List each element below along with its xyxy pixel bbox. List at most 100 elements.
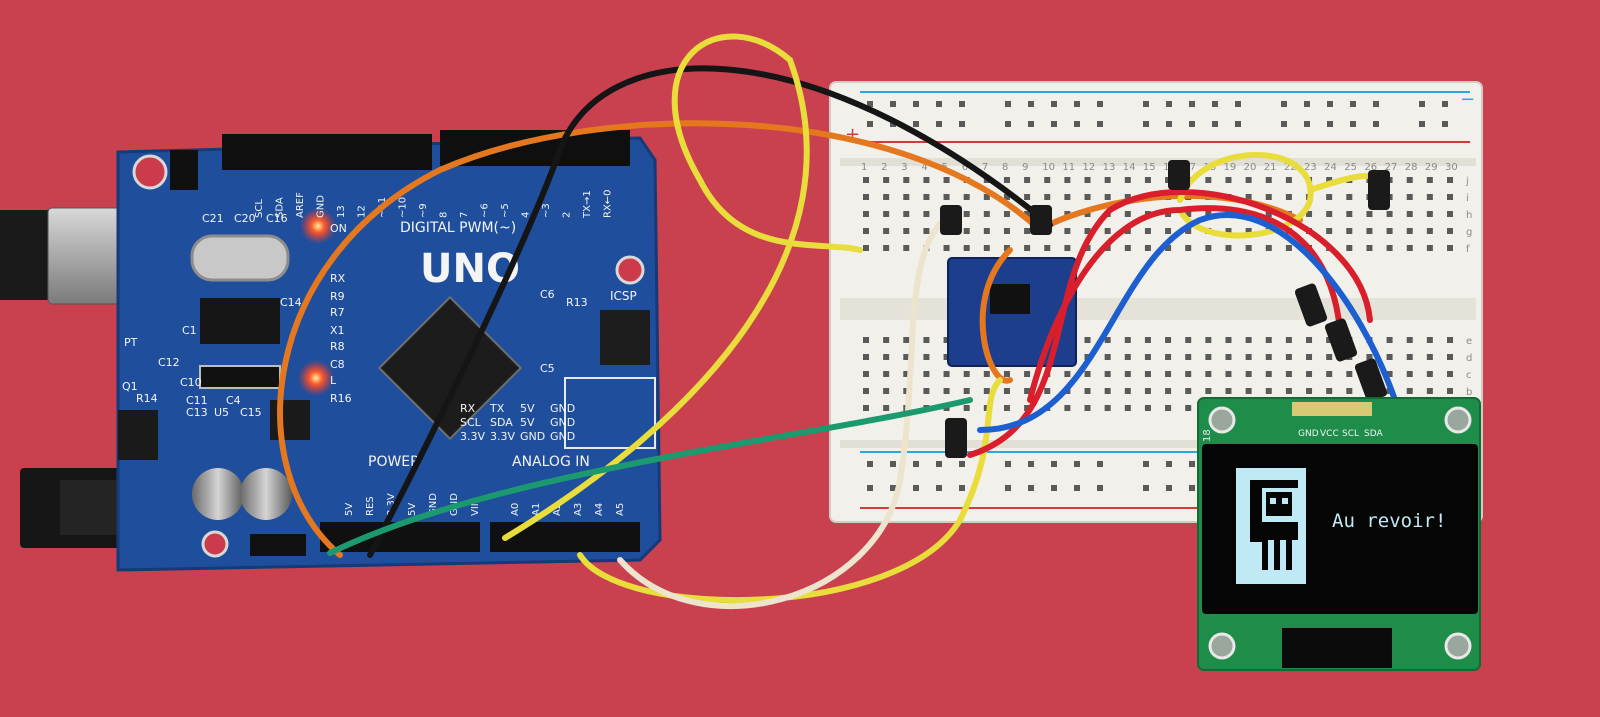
blue-wire — [977, 212, 1398, 433]
component-label: C4 — [226, 394, 241, 407]
column-number: 6 — [962, 162, 968, 173]
oled-corner-label: 18 — [1202, 429, 1213, 442]
oled-message: Au revoir! — [1332, 510, 1446, 532]
column-number: 24 — [1324, 162, 1337, 173]
header-label: GND — [550, 402, 575, 415]
column-number: 3 — [901, 162, 907, 173]
header-label: 5V — [520, 402, 535, 415]
top-pin-label: TX→1 — [582, 190, 593, 219]
component-label: C20 — [234, 212, 256, 225]
column-number: 23 — [1304, 162, 1317, 173]
component-label: C11 — [186, 394, 208, 407]
top-pin-label: SCL — [254, 199, 265, 218]
header-label: SDA — [490, 416, 513, 429]
column-number: 13 — [1103, 162, 1116, 173]
component-label: C14 — [280, 296, 302, 309]
orange-wire-1 — [277, 120, 1043, 558]
column-number: 12 — [1083, 162, 1096, 173]
component-label: C13 — [186, 406, 208, 419]
header-label: 5V — [520, 416, 535, 429]
atmega-chip — [377, 295, 523, 441]
top-pin-label: AREF — [295, 192, 306, 218]
header-label: GND — [550, 416, 575, 429]
capacitor-1 — [192, 468, 244, 520]
extra-header — [564, 377, 656, 449]
header-label: SCL — [460, 416, 482, 429]
top-pin-label: ~9 — [418, 203, 429, 218]
analog-header — [490, 522, 640, 552]
component-label: R16 — [330, 392, 352, 405]
column-number: 25 — [1344, 162, 1357, 173]
component-label: R7 — [330, 306, 345, 319]
component-label: C21 — [202, 212, 224, 225]
arduino-uno-board: UNO DIGITAL PWM(~) POWER ANALOG IN ICSP … — [0, 130, 662, 572]
row-letter: g — [1466, 227, 1472, 238]
oled-pin-label: SDA — [1364, 429, 1383, 439]
column-number: 9 — [1022, 162, 1028, 173]
component-label: ON — [330, 222, 347, 235]
icsp-label: ICSP — [610, 289, 637, 303]
row-letter: c — [1466, 370, 1472, 381]
header-label: RX — [460, 402, 476, 415]
header-label: TX — [489, 402, 505, 415]
component-label: R8 — [330, 340, 345, 353]
component-label: C16 — [266, 212, 288, 225]
power-pin-label: 5V — [344, 503, 355, 516]
analog-pin-label: A5 — [615, 503, 626, 516]
column-number: 10 — [1042, 162, 1055, 173]
row-letter: d — [1466, 353, 1472, 364]
crystal-oscillator — [190, 234, 290, 282]
yellow-wire-1 — [502, 33, 863, 541]
yellow-wire-2 — [577, 377, 1003, 604]
column-number: 21 — [1264, 162, 1277, 173]
component-label: C5 — [540, 362, 555, 375]
component-label: C10 — [180, 376, 202, 389]
column-number: 1 — [861, 162, 867, 173]
red-wire-1 — [967, 189, 1373, 458]
power-pin-label: VIN — [470, 499, 481, 516]
column-number: 15 — [1143, 162, 1156, 173]
analog-pin-label: A3 — [573, 503, 584, 516]
red-wire-2 — [1027, 205, 1343, 403]
top-pin-label: 2 — [562, 212, 573, 218]
digital-label: DIGITAL PWM(~) — [400, 220, 516, 236]
analog-pin-label: A2 — [552, 503, 563, 516]
column-number: 26 — [1364, 162, 1377, 173]
top-pin-label: 7 — [459, 212, 470, 218]
digital-header-left — [222, 134, 432, 170]
column-number: 27 — [1385, 162, 1398, 173]
top-pin-label: SDA — [275, 197, 286, 218]
row-letter: b — [1466, 387, 1472, 398]
component-label: C1 — [182, 324, 197, 337]
led-l — [298, 360, 334, 396]
top-pin-label: ~6 — [480, 203, 491, 218]
component-label: C15 — [240, 406, 262, 419]
column-number: 7 — [982, 162, 988, 173]
oled-pin-label: GND — [1298, 429, 1319, 439]
column-number: 22 — [1284, 162, 1297, 173]
black-wire — [367, 65, 1053, 558]
column-number: 14 — [1123, 162, 1136, 173]
top-pin-label: 4 — [521, 212, 532, 218]
column-number: 20 — [1244, 162, 1257, 173]
row-letter: f — [1466, 244, 1470, 255]
power-label: POWER — [368, 454, 420, 470]
component-label: RX — [330, 272, 346, 285]
usb-chip — [200, 298, 280, 344]
component-label: R13 — [566, 296, 588, 309]
top-pin-label: 13 — [336, 205, 347, 218]
mounting-hole — [132, 154, 168, 190]
white-wire — [617, 212, 953, 609]
component-label: L — [330, 374, 337, 387]
component-label: C12 — [158, 356, 180, 369]
top-pin-label: 8 — [439, 212, 450, 218]
top-pin-label: ~10 — [398, 197, 409, 218]
capacitor-2 — [240, 468, 292, 520]
column-number: 2 — [881, 162, 887, 173]
oled-pin-label: VCC — [1320, 429, 1339, 439]
power-pin-label: 3.3V — [386, 493, 397, 516]
row-letter: i — [1466, 193, 1469, 204]
